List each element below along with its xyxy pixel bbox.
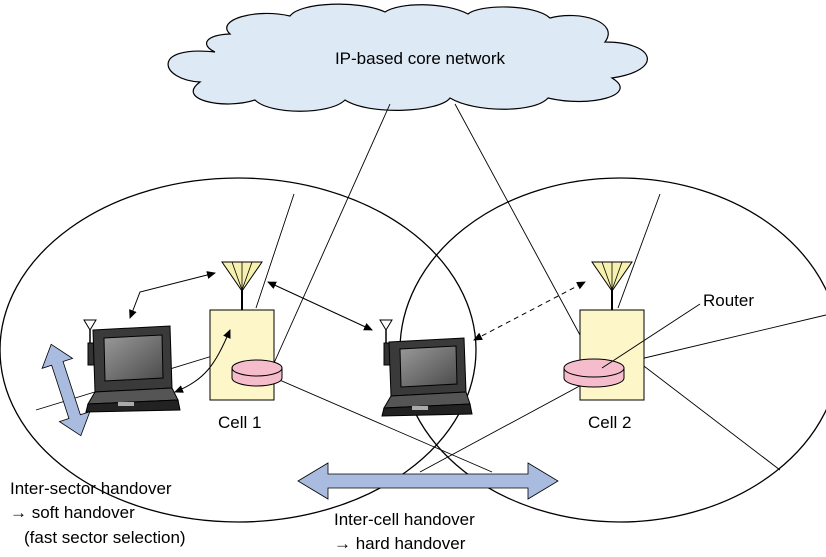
router-callout-line bbox=[601, 303, 701, 369]
base-station-cell-2 bbox=[563, 261, 645, 401]
inter-sector-handover-arrow bbox=[41, 343, 91, 437]
cell-1-label: Cell 1 bbox=[218, 413, 261, 432]
cell-2-label: Cell 2 bbox=[588, 413, 631, 432]
laptop-icon bbox=[83, 319, 181, 413]
inter-cell-handover-arrow bbox=[297, 462, 559, 500]
core-network-cloud: IP-based core network bbox=[167, 3, 648, 112]
base-station-cell-1 bbox=[209, 261, 283, 401]
cell-1-ellipse bbox=[0, 177, 477, 523]
core-network-label: IP-based core network bbox=[335, 49, 506, 68]
router-icon bbox=[563, 358, 625, 388]
inter-sector-caption-line-3: (fast sector selection) bbox=[24, 528, 186, 547]
inter-sector-caption-line-1: Inter-sector handover bbox=[10, 479, 172, 498]
router-label: Router bbox=[703, 291, 754, 310]
inter-cell-caption-line-1: Inter-cell handover bbox=[334, 510, 475, 529]
inter-sector-caption-line-2: → soft handover bbox=[10, 503, 135, 522]
cloud-shape bbox=[167, 3, 648, 112]
laptop-icon bbox=[379, 319, 473, 417]
radio-links bbox=[129, 271, 586, 393]
inter-cell-caption-line-2: → hard handover bbox=[334, 534, 466, 552]
base-station-box bbox=[209, 309, 275, 401]
router-icon bbox=[231, 359, 283, 387]
